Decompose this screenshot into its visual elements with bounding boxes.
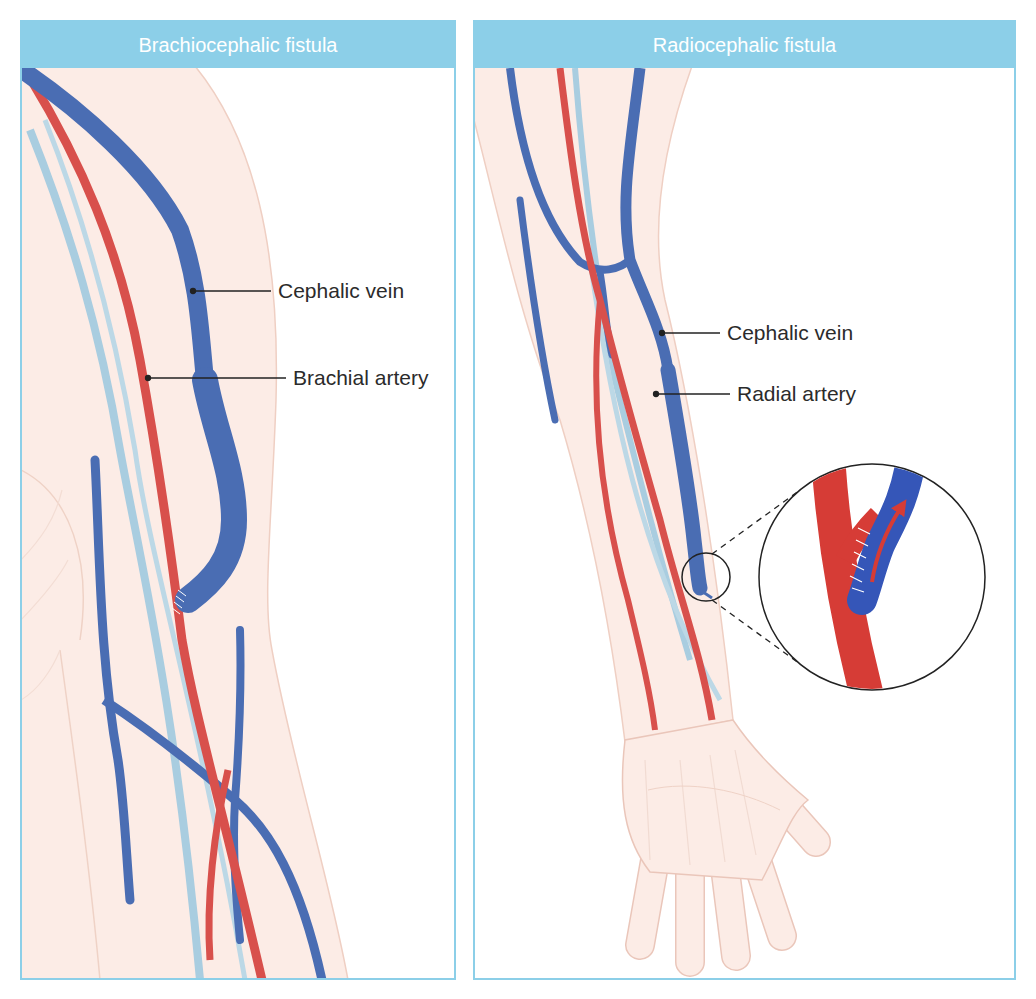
part-label: Radial artery	[737, 382, 856, 406]
leader-lines-part	[146, 376, 151, 381]
leader-lines-part	[191, 289, 196, 294]
panel-heading: Brachiocephalic fistula	[22, 22, 454, 68]
upper-arm-illustration-part	[22, 66, 348, 978]
leader-lines	[146, 289, 731, 397]
leader-lines-part	[654, 392, 659, 397]
zoom-callout-part	[850, 528, 870, 592]
leader-lines-part	[660, 331, 665, 336]
upper-arm-illustration-part	[209, 770, 228, 960]
upper-arm-illustration-part	[188, 380, 234, 600]
forearm-illustration-part	[475, 66, 733, 742]
part-label: Brachial artery	[293, 366, 428, 390]
zoom-callout-part	[872, 506, 902, 582]
upper-arm-illustration-part	[22, 490, 68, 700]
part-label: Cephalic vein	[278, 279, 404, 303]
leader-lines-part	[193, 290, 271, 291]
forearm-illustration	[475, 66, 816, 962]
forearm-illustration-part	[626, 68, 668, 370]
upper-arm-illustration-part	[60, 650, 100, 978]
figure-panel: Radiocephalic fistula	[473, 20, 1016, 980]
upper-arm-illustration-part	[104, 700, 322, 978]
panel-heading: Radiocephalic fistula	[475, 22, 1014, 68]
part-label: Cephalic vein	[727, 321, 853, 345]
forearm-illustration-part	[700, 590, 712, 598]
zoom-callout-part	[828, 455, 912, 700]
upper-arm-illustration-part	[30, 78, 262, 978]
upper-arm-illustration-part	[22, 470, 83, 640]
leader-lines-part	[148, 377, 286, 378]
forearm-illustration-part	[596, 300, 655, 730]
forearm-illustration-part	[645, 750, 756, 865]
upper-arm-illustration-part	[95, 460, 130, 900]
leader-lines-part	[662, 332, 720, 333]
forearm-illustration-part	[520, 200, 555, 420]
upper-arm-illustration-part	[45, 120, 245, 978]
upper-arm-illustration-part	[25, 72, 205, 380]
forearm-illustration-part	[648, 786, 780, 810]
zoom-callout-part	[682, 553, 730, 601]
forearm-illustration-part	[622, 720, 808, 880]
upper-arm-illustration-part	[172, 590, 186, 614]
zoom-callout-part	[862, 455, 912, 600]
upper-arm-illustration	[22, 66, 348, 978]
zoom-callout	[682, 455, 985, 700]
figure-panel: Brachiocephalic fistula	[20, 20, 456, 980]
leader-lines-part	[656, 393, 730, 394]
